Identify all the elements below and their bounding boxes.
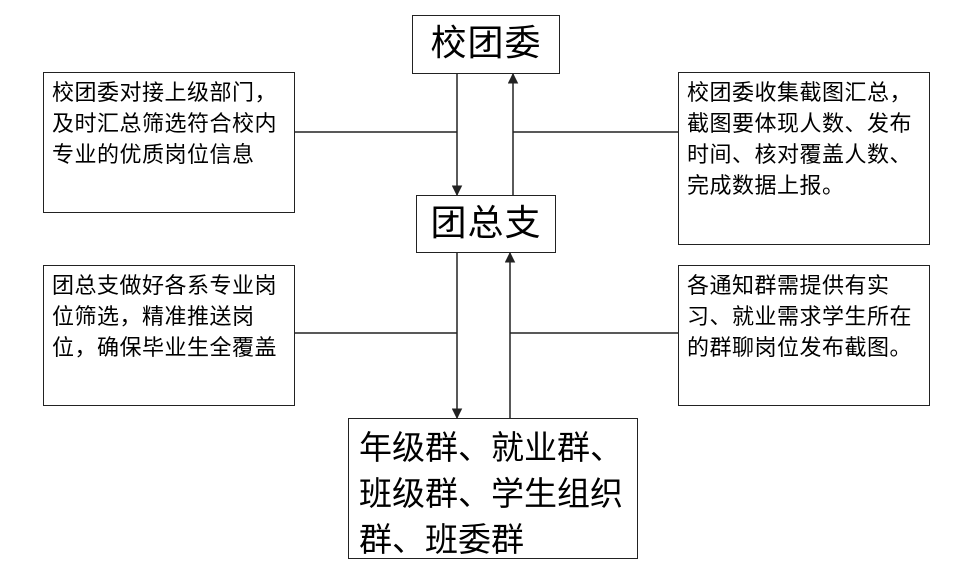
- note-lower-left: 团总支做好各系专业岗位筛选，精准推送岗位，确保毕业生全覆盖: [43, 265, 295, 406]
- note-upper-right-text: 校团委收集截图汇总，截图要体现人数、发布时间、核对覆盖人数、完成数据上报。: [687, 81, 913, 199]
- note-lower-left-text: 团总支做好各系专业岗位筛选，精准推送岗位，确保毕业生全覆盖: [52, 274, 278, 361]
- note-upper-left: 校团委对接上级部门，及时汇总筛选符合校内专业的优质岗位信息: [43, 72, 295, 213]
- node-league-general-branch: 团总支: [416, 195, 556, 253]
- note-upper-left-text: 校团委对接上级部门，及时汇总筛选符合校内专业的优质岗位信息: [52, 81, 278, 168]
- node-school-league-committee: 校团委: [412, 15, 560, 74]
- note-lower-right: 各通知群需提供有实习、就业需求学生所在的群聊岗位发布截图。: [678, 265, 930, 406]
- node-notification-groups: 年级群、就业群、班级群、学生组织群、班委群: [348, 418, 638, 559]
- node-school-league-committee-label: 校团委: [430, 23, 542, 65]
- note-upper-right: 校团委收集截图汇总，截图要体现人数、发布时间、核对覆盖人数、完成数据上报。: [678, 72, 930, 245]
- node-notification-groups-label: 年级群、就业群、班级群、学生组织群、班委群: [359, 428, 623, 559]
- note-lower-right-text: 各通知群需提供有实习、就业需求学生所在的群聊岗位发布截图。: [687, 274, 913, 361]
- node-league-general-branch-label: 团总支: [430, 202, 542, 244]
